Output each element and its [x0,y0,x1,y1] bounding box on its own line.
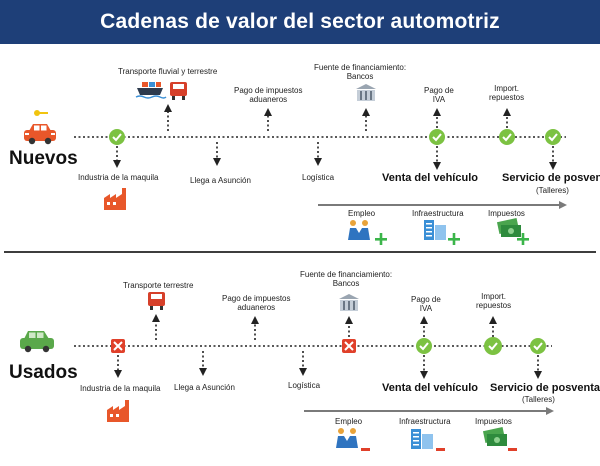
minus-icon [361,448,370,451]
usados-infraestructura-label: Infraestructura [399,417,451,426]
usados-impuestos-label: Impuestos [475,417,512,426]
cross-icon [342,339,356,353]
factory-icon [104,188,126,210]
cross-icon [111,339,125,353]
usados-section [20,292,554,451]
usados-title: Usados [9,362,78,383]
bank-icon [356,84,376,101]
money-icon [482,427,507,446]
nuevos-empleo-label: Empleo [348,209,376,218]
handshake-icon [336,428,358,448]
car-icon [20,331,54,353]
section-divider [4,251,596,253]
usados-empleo-label: Empleo [335,417,363,426]
truck-icon [170,82,187,100]
usados-imports-label: Import.repuestos [476,292,512,310]
check-icon [429,129,445,145]
nuevos-maquila-label: Industria de la maquila [78,173,159,182]
usados-talleres-label: (Talleres) [522,395,555,404]
check-icon [109,129,125,145]
check-icon [530,338,546,354]
nuevos-asuncion-label: Llega a Asunción [190,176,251,185]
nuevos-imports-label: Import.repuestos [489,84,525,102]
nuevos-transport-label: Transporte fluvial y terrestre [118,67,218,76]
usados-finance-label: Fuente de financiamiento:Bancos [300,270,393,288]
minus-icon [508,448,517,451]
usados-maquila-label: Industria de la maquila [80,384,161,393]
handshake-icon [348,220,370,240]
bank-icon [339,294,359,311]
nuevos-posventa-label: Servicio de posventa [502,172,600,184]
page-title: Cadenas de valor del sector automotriz [0,0,600,44]
nuevos-infraestructura-label: Infraestructura [412,209,464,218]
check-icon [484,337,502,355]
plus-icon [517,233,529,245]
usados-asuncion-label: Llega a Asunción [174,383,235,392]
nuevos-impuestos-label: Impuestos [488,209,525,218]
money-icon [496,218,521,237]
nuevos-venta-label: Venta del vehículo [382,172,478,184]
buildings-icon [411,429,433,449]
nuevos-title: Nuevos [9,148,78,169]
nuevos-section [24,82,567,245]
nuevos-finance-label: Fuente de financiamiento:Bancos [314,63,407,81]
factory-icon [107,400,129,422]
nuevos-logistica-label: Logística [302,173,335,182]
ship-icon [135,82,167,99]
car-icon [24,124,56,145]
check-icon [499,129,515,145]
minus-icon [436,448,445,451]
usados-venta-label: Venta del vehículo [382,382,478,394]
plus-icon [375,233,387,245]
usados-posventa-label: Servicio de posventa [490,382,600,394]
key-icon [34,110,48,116]
nuevos-talleres-label: (Talleres) [536,186,569,195]
truck-icon [148,292,165,310]
plus-icon [448,233,460,245]
buildings-icon [424,220,446,240]
usados-transport-label: Transporte terrestre [123,281,194,290]
usados-logistica-label: Logística [288,381,321,390]
check-icon [416,338,432,354]
check-icon [545,129,561,145]
